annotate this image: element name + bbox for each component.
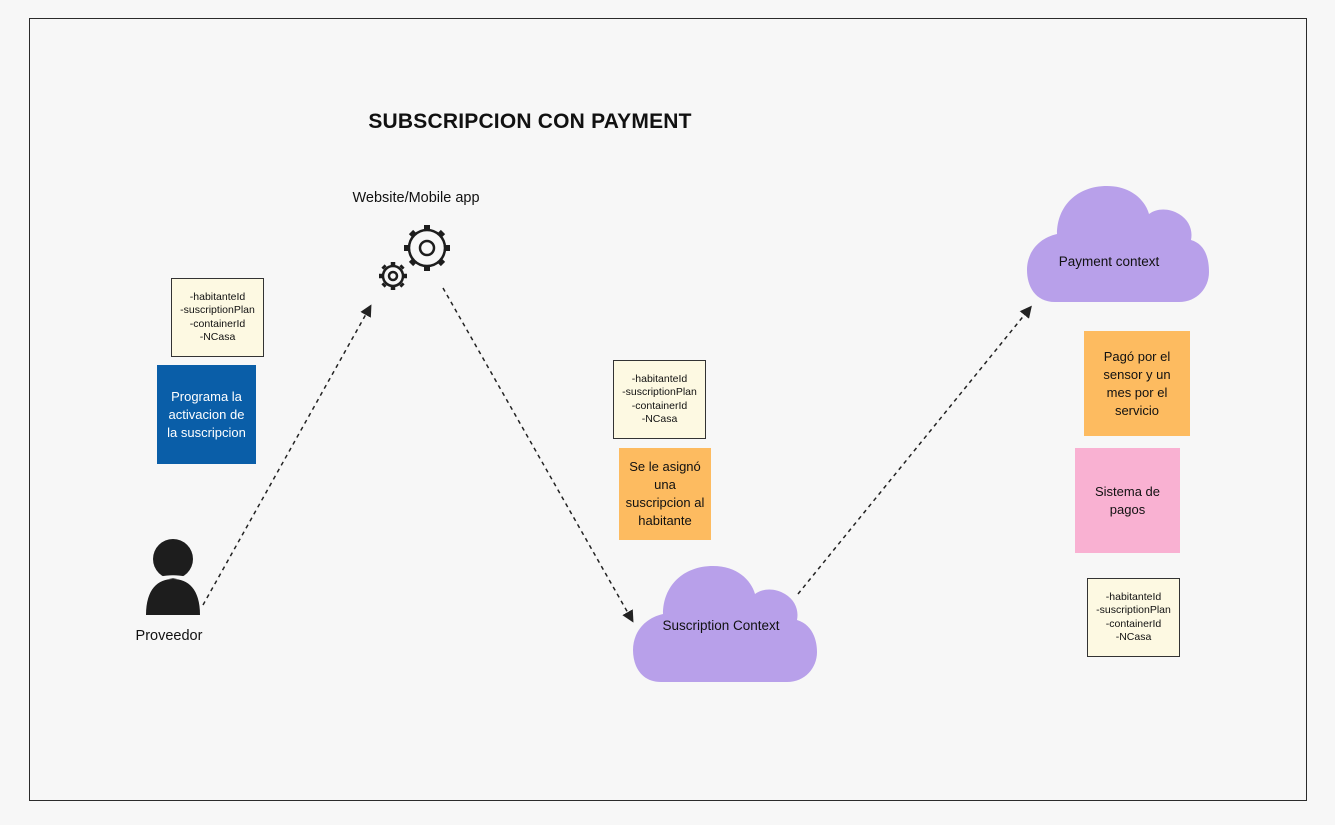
note-line: -containerId	[631, 399, 688, 412]
sticky-text: Pagó por el sensor y un mes por el servi…	[1103, 348, 1171, 418]
person-icon	[146, 539, 200, 615]
attributes-note: -habitanteId -suscriptionPlan -container…	[1087, 578, 1180, 657]
cloud-shape	[1027, 186, 1209, 302]
note-line: -habitanteId	[1105, 590, 1162, 603]
attributes-note: -habitanteId -suscriptionPlan -container…	[171, 278, 264, 357]
note-line: -NCasa	[1115, 631, 1152, 643]
cloud-shape	[633, 566, 817, 682]
sticky-text: Sistema de pagos	[1094, 483, 1161, 517]
note-line: -suscriptionPlan	[1096, 604, 1171, 616]
note-line: -habitanteId	[189, 290, 246, 303]
note-line: -containerId	[1105, 617, 1162, 630]
note-line: -suscriptionPlan	[180, 304, 255, 316]
sticky-pago: Pagó por el sensor y un mes por el servi…	[1084, 331, 1190, 436]
note-line: -NCasa	[641, 413, 678, 425]
diagram-title: SUBSCRIPCION CON PAYMENT	[368, 110, 692, 133]
cloud-label-subscription: Suscription Context	[662, 618, 780, 633]
gears-icon	[379, 225, 450, 290]
sticky-text: Programa la activacion de la suscripcion	[167, 388, 246, 440]
app-label: Website/Mobile app	[352, 190, 480, 206]
actor-label: Proveedor	[135, 628, 203, 644]
note-line: -suscriptionPlan	[622, 386, 697, 398]
note-line: -containerId	[189, 317, 246, 330]
sticky-asigno: Se le asignó una suscripcion al habitant…	[619, 448, 711, 540]
note-line: -habitanteId	[631, 372, 688, 385]
sticky-sistema: Sistema de pagos	[1075, 448, 1180, 553]
sticky-text: Se le asignó una suscripcion al habitant…	[625, 459, 705, 528]
sticky-programa: Programa la activacion de la suscripcion	[157, 365, 256, 464]
note-line: -NCasa	[199, 331, 236, 343]
attributes-note: -habitanteId -suscriptionPlan -container…	[613, 360, 706, 439]
cloud-label-payment: Payment context	[1058, 254, 1160, 269]
diagram-frame	[29, 18, 1307, 801]
